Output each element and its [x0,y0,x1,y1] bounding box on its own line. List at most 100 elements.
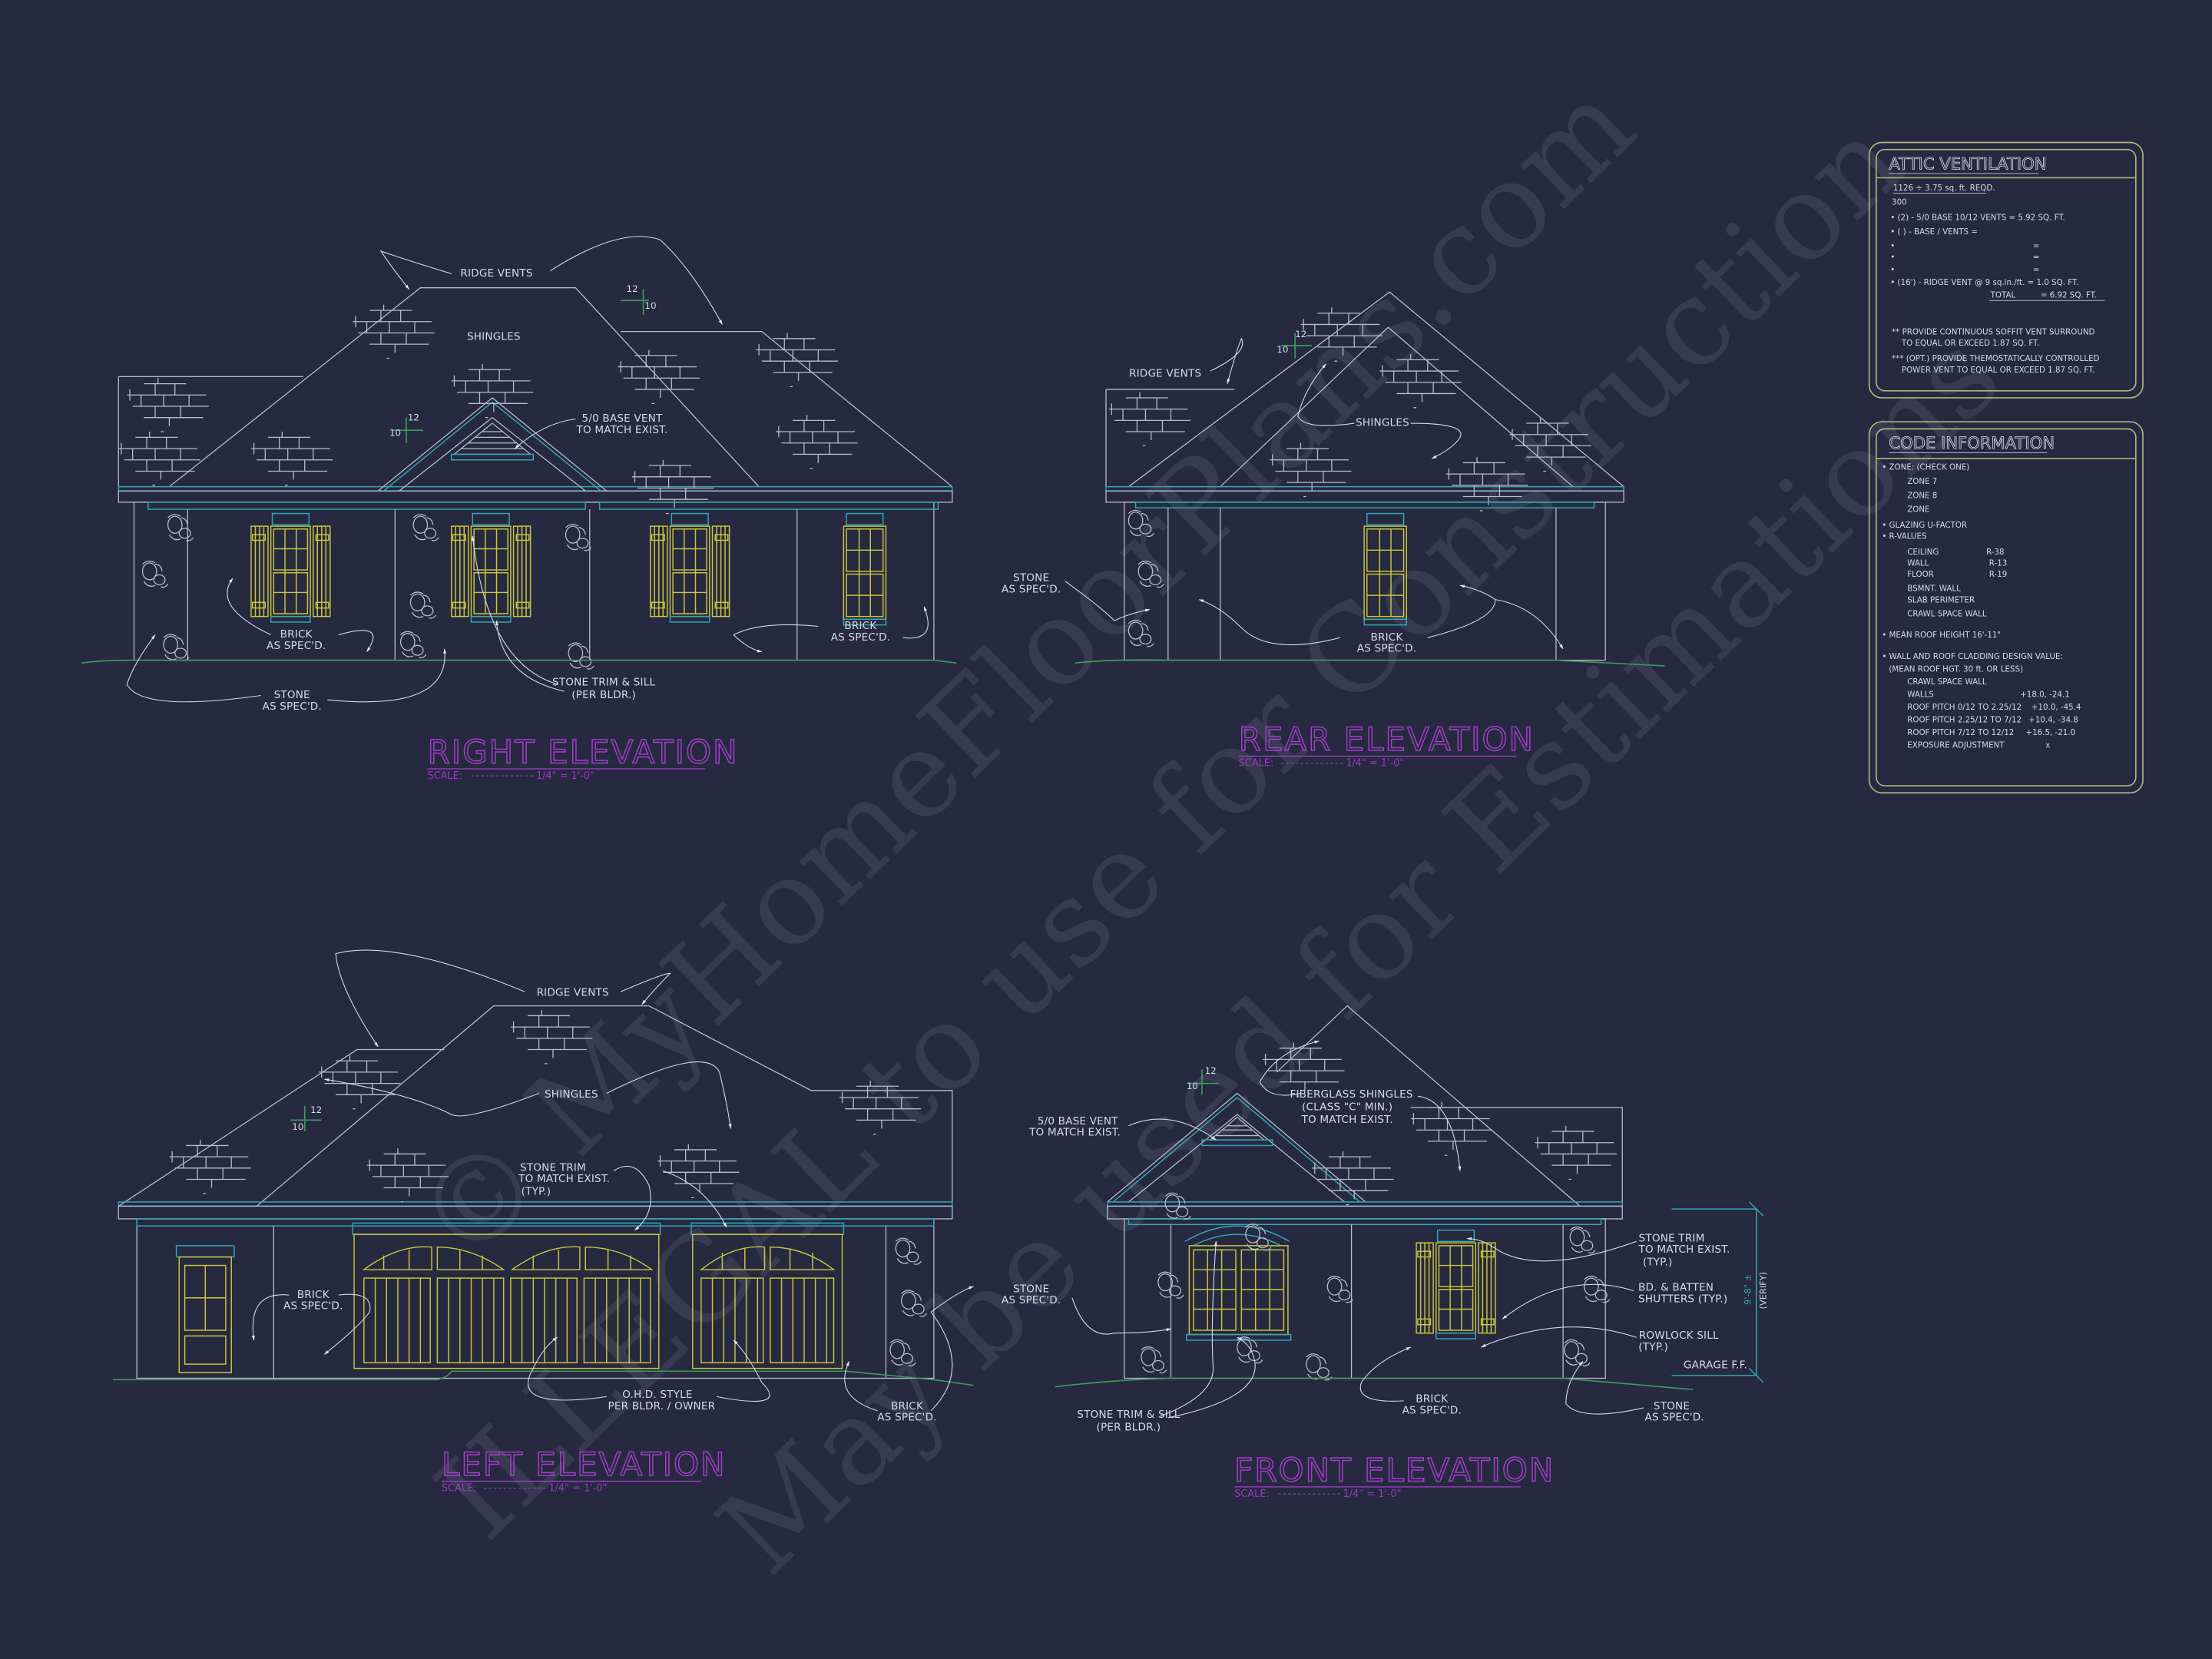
cladding-value: +16.5, -21.0 [2026,728,2076,737]
cladding-name: CRAWL SPACE WALL [1907,677,1987,687]
rear-pitch-run: 12 [1295,329,1306,339]
label-shutters: BD. & BATTEN [1638,1282,1714,1294]
right-labels: RIDGE VENTS SHINGLES 5/0 BASE VENT TO MA… [262,267,889,713]
label-stone: STONE [1654,1400,1690,1412]
label-stone-trim: (TYP.) [522,1186,551,1198]
code-zone: ZONE 7 [1907,477,1937,486]
rear-pitch-rise: 10 [1277,344,1288,355]
left-walls [112,1218,974,1386]
label-brick: BRICK [297,1289,330,1301]
label-stone: STONE [274,689,310,701]
label-stone: AS SPEC'D. [1002,583,1061,595]
r-value-name: FLOOR [1907,570,1934,579]
attic-calc-denominator: 300 [1892,197,1907,207]
attic-row: • = [1890,253,2039,262]
right-pitch-symbols: 12 10 12 10 [389,283,657,443]
label-stone: STONE [1013,572,1049,584]
scale-label: SCALE: [1239,757,1274,769]
cladding-name: WALLS [1907,690,1934,699]
label-brick: AS SPEC'D. [1402,1404,1462,1416]
right-dormer-pitch-run: 12 [408,412,419,422]
label-stone-trim: (PER BLDR.) [571,689,636,701]
label-stone: AS SPEC'D. [1002,1294,1061,1306]
right-elevation: 12 10 12 10 RIDGE VENTS SHINGLES 5/0 BAS… [81,236,957,782]
attic-total: TOTAL = 6.92 SQ. FT. [1990,291,2097,300]
code-mean-roof-height: • MEAN ROOF HEIGHT 16'-11" [1882,631,2001,640]
front-pitch-symbol: 12 10 [1187,1065,1219,1095]
label-ridge-vents: RIDGE VENTS [537,987,609,999]
label-brick: BRICK [1370,631,1403,644]
right-title-block: RIGHT ELEVATION SCALE: 1/4" = 1'-0" [427,733,739,782]
front-elevation-title: FRONT ELEVATION [1234,1452,1555,1489]
label-shingles: SHINGLES [467,331,521,343]
label-base-vent: TO MATCH EXIST. [1028,1127,1121,1139]
right-roof [118,287,953,515]
right-pitch-run: 12 [627,283,638,294]
right-elevation-title: RIGHT ELEVATION [428,733,739,771]
cladding-value: x [2045,740,2050,750]
label-base-vent: 5/0 BASE VENT [582,412,664,425]
cladding-value: +18.0, -24.1 [2020,690,2070,699]
rear-pitch-symbol: 12 10 [1277,329,1313,359]
code-r-values-header: • R-VALUES [1882,532,1926,541]
attic-row: • = [1890,265,2039,274]
r-value: R-19 [1989,570,2007,579]
rear-leaders [1065,337,1564,650]
label-stone-trim: STONE TRIM & SILL [552,677,655,689]
front-double-window [1184,1225,1292,1341]
r-value-name: CRAWL SPACE WALL [1907,610,1987,619]
label-stone-trim-sill: (PER BLDR.) [1097,1421,1161,1433]
cladding-value: +10.0, -45.4 [2032,703,2081,712]
watermark-line-2: ILLEGAL to use for Construction [411,93,1929,1565]
front-roof [1107,1005,1623,1220]
left-elevation: 12 10 RIDGE VENTS SHINGLES STONE TRIM TO… [112,949,974,1494]
scale-value: 1/4" = 1'-0" [1343,1488,1402,1500]
r-value: R-38 [1986,548,2004,557]
left-labels: RIDGE VENTS SHINGLES STONE TRIM TO MATCH… [283,987,937,1424]
code-information-table: CODE INFORMATION • ZONE: (CHECK ONE) ZON… [1868,421,2144,794]
scale-label: SCALE: [428,770,463,782]
label-ridge-vents: RIDGE VENTS [460,267,532,280]
right-leaders [126,236,929,703]
label-shingles: SHINGLES [545,1088,598,1101]
scale-value: 1/4" = 1'-0" [1346,757,1404,769]
label-ridge-vents: RIDGE VENTS [1129,367,1201,379]
label-fiberglass-shingles: FIBERGLASS SHINGLES [1290,1088,1413,1101]
r-value-name: SLAB PERIMETER [1907,595,1975,604]
label-brick: BRICK [280,628,313,641]
front-title-block: FRONT ELEVATION SCALE: 1/4" = 1'-0" [1233,1451,1555,1500]
front-leaders [1071,1040,1644,1419]
garage-door-double [352,1222,661,1369]
label-brick: AS SPEC'D. [267,640,326,652]
left-title-block: LEFT ELEVATION SCALE: 1/4" = 1'-0" [441,1445,725,1494]
front-labels: FIBERGLASS SHINGLES (CLASS "C" MIN.) TO … [1002,1088,1747,1433]
attic-row: • ( ) - BASE / VENTS = [1890,227,1978,237]
watermark-line-1: © MyHomeFloorPlans.com [389,56,1661,1290]
label-stone-trim: STONE TRIM [520,1161,586,1174]
attic-row: • = [1890,241,2039,250]
r-value-name: CEILING [1907,548,1939,557]
r-value: R-13 [1989,559,2007,568]
label-stone: STONE [1013,1283,1049,1295]
rear-labels: RIDGE VENTS SHINGLES STONE AS SPEC'D. BR… [1002,367,1416,654]
scale-label: SCALE: [442,1482,477,1494]
label-shingles: SHINGLES [1356,417,1409,429]
label-fiberglass-shingles: TO MATCH EXIST. [1301,1114,1393,1126]
rear-title-block: REAR ELEVATION SCALE: 1/4" = 1'-0" [1238,720,1535,769]
left-leaders [251,949,974,1412]
label-brick: AS SPEC'D. [283,1300,343,1312]
attic-note: POWER VENT TO EQUAL OR EXCEED 1.87 SQ. F… [1902,366,2095,375]
right-dormer-pitch-rise: 10 [389,428,401,439]
code-zone-header: • ZONE: (CHECK ONE) [1882,463,1969,472]
rear-elevation-title: REAR ELEVATION [1239,720,1535,758]
front-height-dimension: 9'-8" ± (VERIFY) [1671,1201,1769,1383]
code-information-title: CODE INFORMATION [1889,433,2055,452]
scale-label: SCALE: [1234,1488,1270,1500]
rear-roof [1105,291,1624,512]
label-stone-trim: TO MATCH EXIST. [1638,1243,1730,1256]
label-base-vent: 5/0 BASE VENT [1038,1115,1119,1128]
r-value-name: WALL [1907,559,1929,568]
cladding-name: ROOF PITCH 0/12 TO 2.25/12 [1907,703,2022,712]
attic-row: • (2) - 5/0 BASE 10/12 VENTS = 5.92 SQ. … [1890,214,2065,223]
label-brick: BRICK [891,1400,924,1412]
